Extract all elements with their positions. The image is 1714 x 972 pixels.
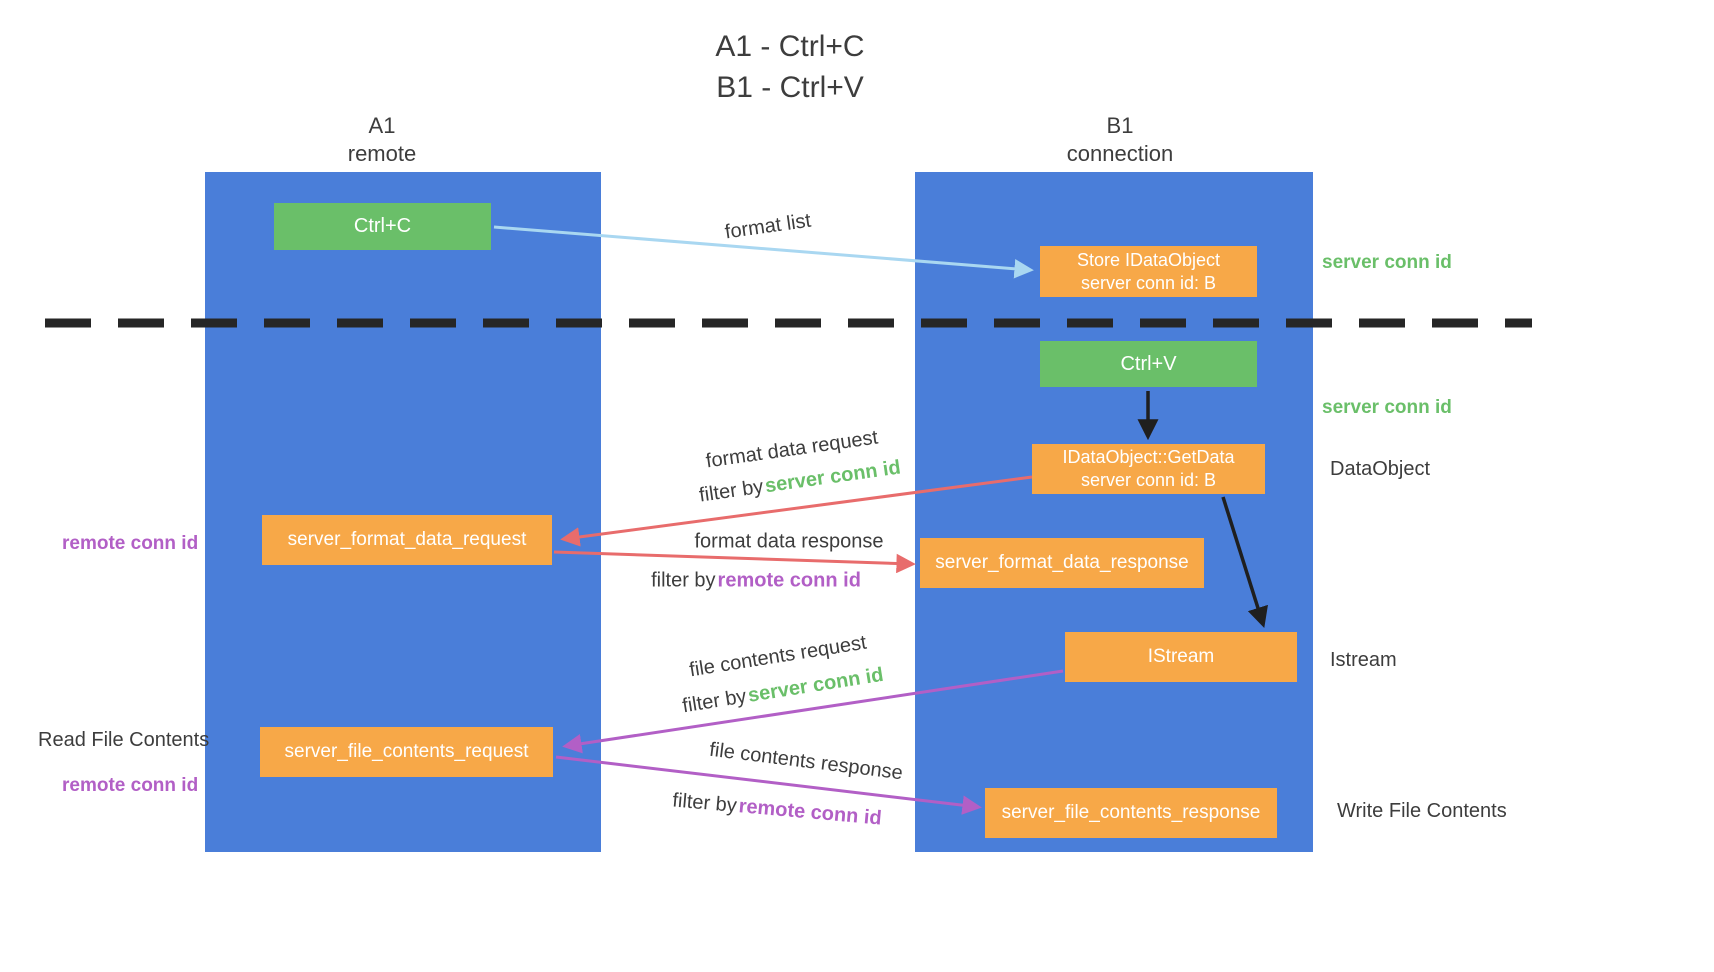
diagram-title: A1 - Ctrl+C B1 - Ctrl+V	[0, 26, 1580, 108]
node-getdata-line2: server conn id: B	[1080, 470, 1217, 490]
lane-header-a1: A1 remote	[282, 112, 482, 168]
side-label-remote-conn-id-bottom: remote conn id	[62, 775, 199, 796]
filter-by-text: filter by	[671, 789, 738, 817]
lane-b1-name: B1	[1106, 113, 1134, 138]
edge-label-format-list: format list	[723, 209, 813, 244]
side-label-server-conn-id-mid: server conn id	[1322, 397, 1452, 418]
remote-conn-id-accent: remote conn id	[737, 795, 883, 830]
lane-a1-name: A1	[368, 113, 396, 138]
node-store-idataobject: Store IDataObject server conn id: B	[1040, 246, 1257, 297]
filter-by-text: filter by	[697, 475, 765, 507]
filter-by-text: filter by	[651, 569, 716, 592]
arrow-format-data-response	[553, 550, 916, 574]
node-server-format-data-response: server_format_data_response	[920, 538, 1204, 588]
node-server-file-contents-response: server_file_contents_response	[985, 788, 1277, 838]
edge-label-file-contents-response: file contents response	[708, 738, 904, 785]
node-store-idataobject-line1: Store IDataObject	[1076, 249, 1221, 270]
side-label-read-file-contents: Read File Contents	[38, 729, 210, 751]
edge-label-format-data-response: format data response	[694, 530, 884, 553]
remote-conn-id-accent: remote conn id	[717, 569, 861, 592]
lane-header-b1: B1 connection	[1020, 112, 1220, 168]
lane-a1-sub: remote	[347, 141, 417, 166]
node-istream: IStream	[1065, 632, 1297, 682]
node-idataobject-getdata: IDataObject::GetData server conn id: B	[1032, 444, 1265, 494]
filter-by-text: filter by	[680, 685, 748, 718]
title-line2: B1 - Ctrl+V	[716, 71, 864, 104]
node-ctrl-v: Ctrl+V	[1040, 341, 1257, 387]
edge-label-filter-by-remote-conn-id-2: filter byremote conn id	[671, 789, 883, 830]
side-label-istream: Istream	[1330, 649, 1397, 671]
node-ctrl-c: Ctrl+C	[274, 203, 491, 250]
lane-b1-sub: connection	[1066, 141, 1174, 166]
node-server-format-data-request: server_format_data_request	[262, 515, 552, 565]
node-getdata-line1: IDataObject::GetData	[1062, 447, 1235, 467]
side-label-dataobject: DataObject	[1330, 458, 1431, 480]
title-line1: A1 - Ctrl+C	[715, 30, 865, 63]
side-label-write-file-contents: Write File Contents	[1337, 800, 1507, 822]
node-server-file-contents-request: server_file_contents_request	[260, 727, 553, 777]
side-label-server-conn-id-top: server conn id	[1322, 252, 1452, 273]
node-store-idataobject-line2: server conn id: B	[1080, 272, 1217, 293]
side-label-remote-conn-id-top: remote conn id	[62, 533, 199, 554]
